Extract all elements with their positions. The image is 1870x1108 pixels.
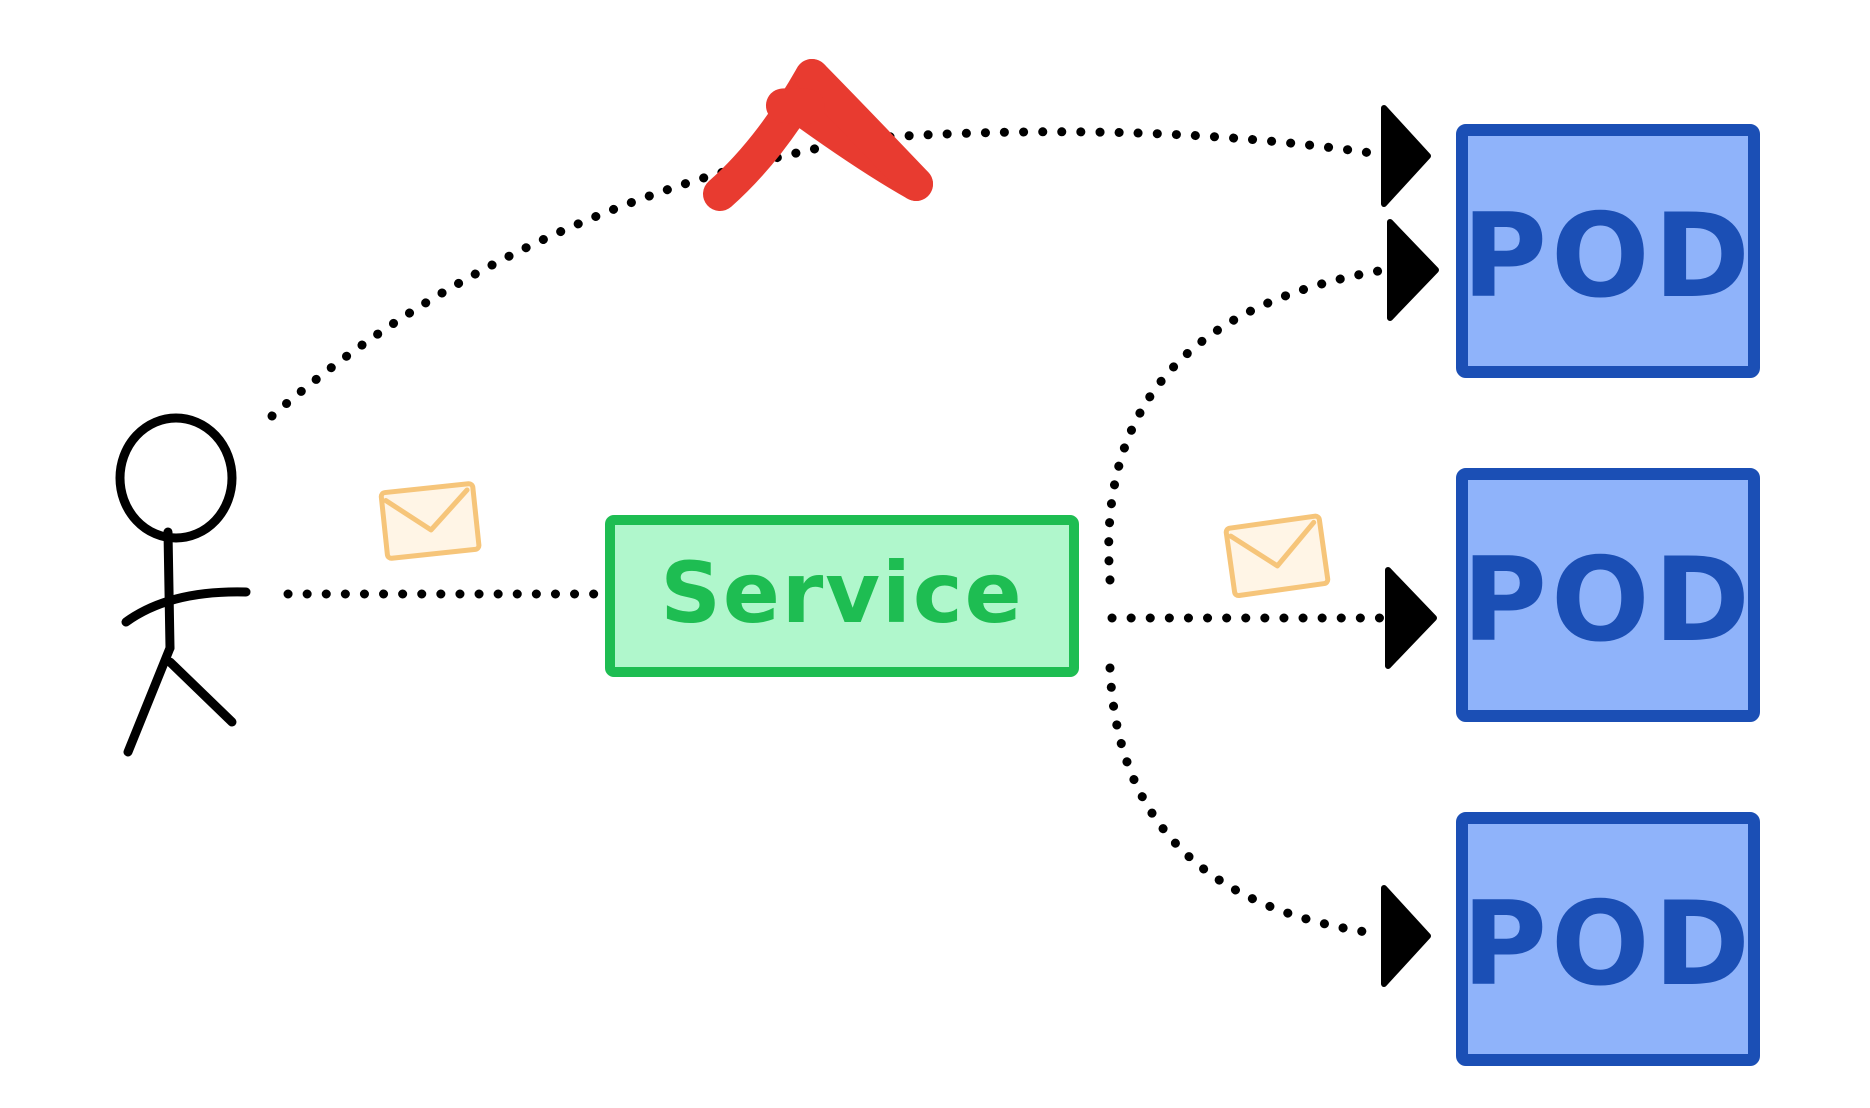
pod-box-3: POD bbox=[1456, 812, 1760, 1066]
service-to-pod-3-connection bbox=[1105, 663, 1431, 987]
pod-2-arrowhead bbox=[1385, 567, 1437, 669]
envelope-icon bbox=[378, 481, 482, 561]
pod-rect bbox=[1456, 468, 1760, 722]
pod-1-arrowhead bbox=[1387, 219, 1439, 321]
red-x-stroke-3 bbox=[795, 59, 933, 201]
red-x-stroke-4 bbox=[766, 88, 825, 125]
service-label: Service bbox=[660, 544, 1023, 642]
pod-label: POD bbox=[1462, 189, 1754, 324]
pod-rect bbox=[1456, 812, 1760, 1066]
pod-rect bbox=[1456, 124, 1760, 378]
direct-blocked-connection bbox=[267, 105, 1431, 421]
service-box: Service bbox=[605, 515, 1079, 677]
pod-box-2: POD bbox=[1456, 468, 1760, 722]
envelope-icon bbox=[1223, 513, 1331, 599]
stick-figure-icon bbox=[115, 413, 251, 757]
direct-arrowhead bbox=[1381, 105, 1431, 207]
pod-box-1: POD bbox=[1456, 124, 1760, 378]
pod-3-arrowhead bbox=[1381, 885, 1431, 987]
red-x-icon bbox=[703, 59, 933, 211]
service-rect bbox=[605, 515, 1079, 677]
pod-label: POD bbox=[1462, 533, 1754, 668]
pod-label: POD bbox=[1462, 877, 1754, 1012]
service-to-pod-2-connection bbox=[1107, 567, 1437, 669]
service-to-pod-1-connection bbox=[1104, 219, 1439, 585]
